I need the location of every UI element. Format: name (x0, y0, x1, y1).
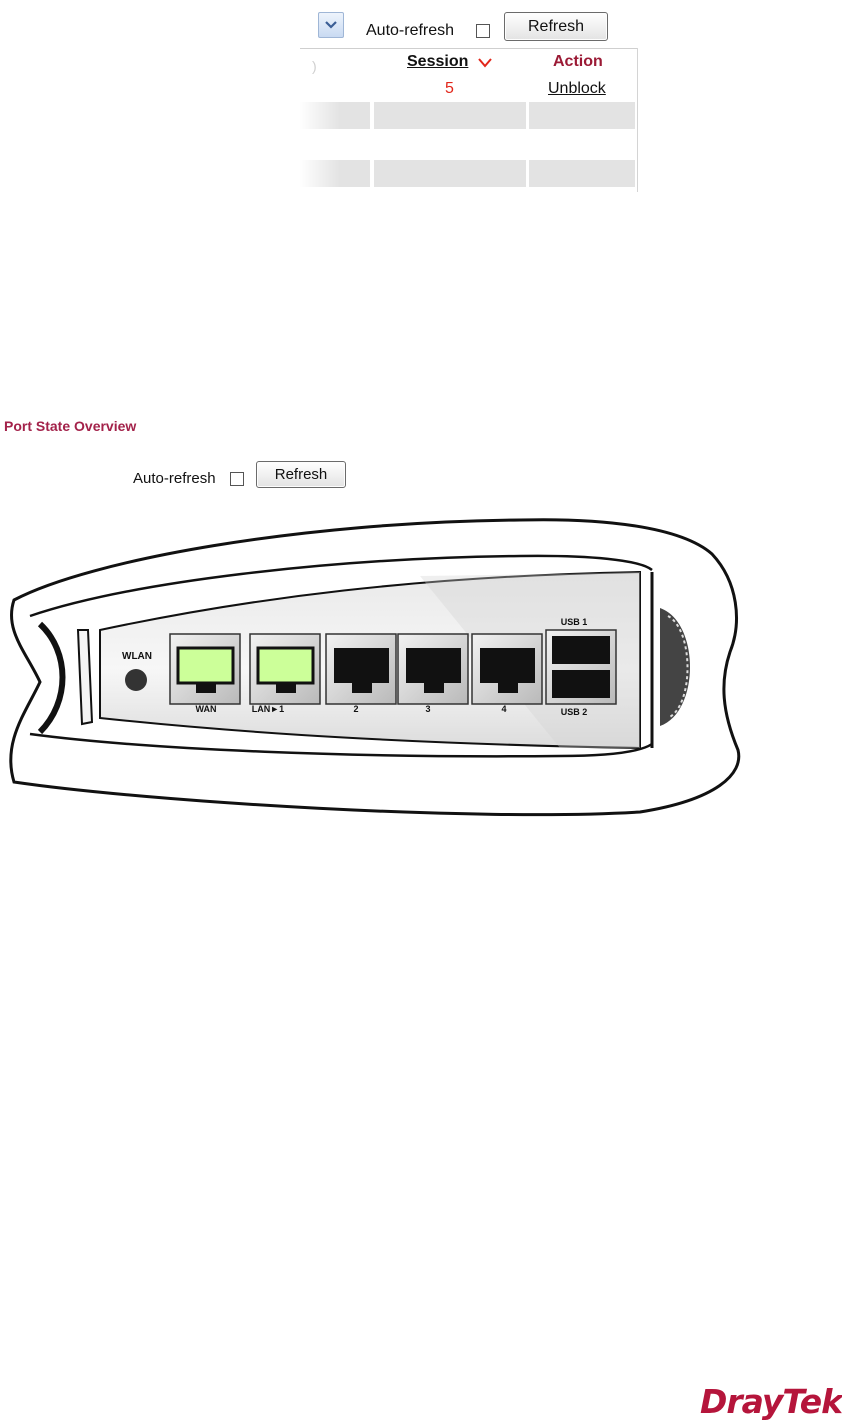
column-header-action: Action (553, 53, 603, 70)
usb-2-label: USB 2 (561, 707, 588, 717)
draytek-logo: DrayTek (700, 1382, 842, 1421)
auto-refresh-label: Auto-refresh (133, 470, 216, 487)
sort-descending-icon[interactable] (478, 58, 492, 68)
column-header-session[interactable]: Session (407, 53, 469, 70)
usb-1-label: USB 1 (561, 617, 588, 627)
fade-overlay (300, 100, 340, 192)
truncated-column-edge: ) (312, 58, 317, 74)
table-row-cell (374, 160, 526, 187)
dropdown-arrow-button[interactable] (318, 12, 344, 38)
table-row-cell (529, 160, 635, 187)
page-title: Port State Overview (4, 418, 137, 434)
table-top-border (300, 48, 638, 49)
auto-refresh-checkbox[interactable] (476, 24, 490, 38)
port-label: 4 (501, 704, 506, 714)
table-right-border (637, 48, 638, 192)
usb-port-2 (552, 670, 610, 698)
port-label: LAN►1 (252, 704, 284, 714)
usb-port-1 (552, 636, 610, 664)
port-lan-3: 3 (397, 633, 469, 714)
router-back-panel: WLAN WAN LAN►1 2 3 4 USB 1 USB 2 (9, 518, 741, 817)
table-row-cell (374, 102, 526, 129)
table-row-cell (529, 102, 635, 129)
session-count: 5 (445, 80, 454, 97)
port-lan-2: 2 (325, 633, 397, 714)
wlan-led (125, 669, 147, 691)
port-label: 2 (353, 704, 358, 714)
wlan-label: WLAN (122, 651, 152, 662)
unblock-link[interactable]: Unblock (548, 80, 606, 97)
refresh-button[interactable]: Refresh (256, 461, 346, 488)
port-wan: WAN (169, 633, 241, 714)
auto-refresh-label: Auto-refresh (366, 22, 455, 39)
port-label: 3 (425, 704, 430, 714)
chevron-down-icon (325, 21, 337, 29)
auto-refresh-checkbox[interactable] (230, 472, 244, 486)
port-label: WAN (196, 704, 217, 714)
session-panel: Auto-refresh Refresh ) Session Action 5 … (300, 0, 642, 192)
refresh-button[interactable]: Refresh (504, 12, 608, 41)
port-lan-1: LAN►1 (249, 633, 321, 714)
port-lan-4: 4 (471, 633, 543, 714)
